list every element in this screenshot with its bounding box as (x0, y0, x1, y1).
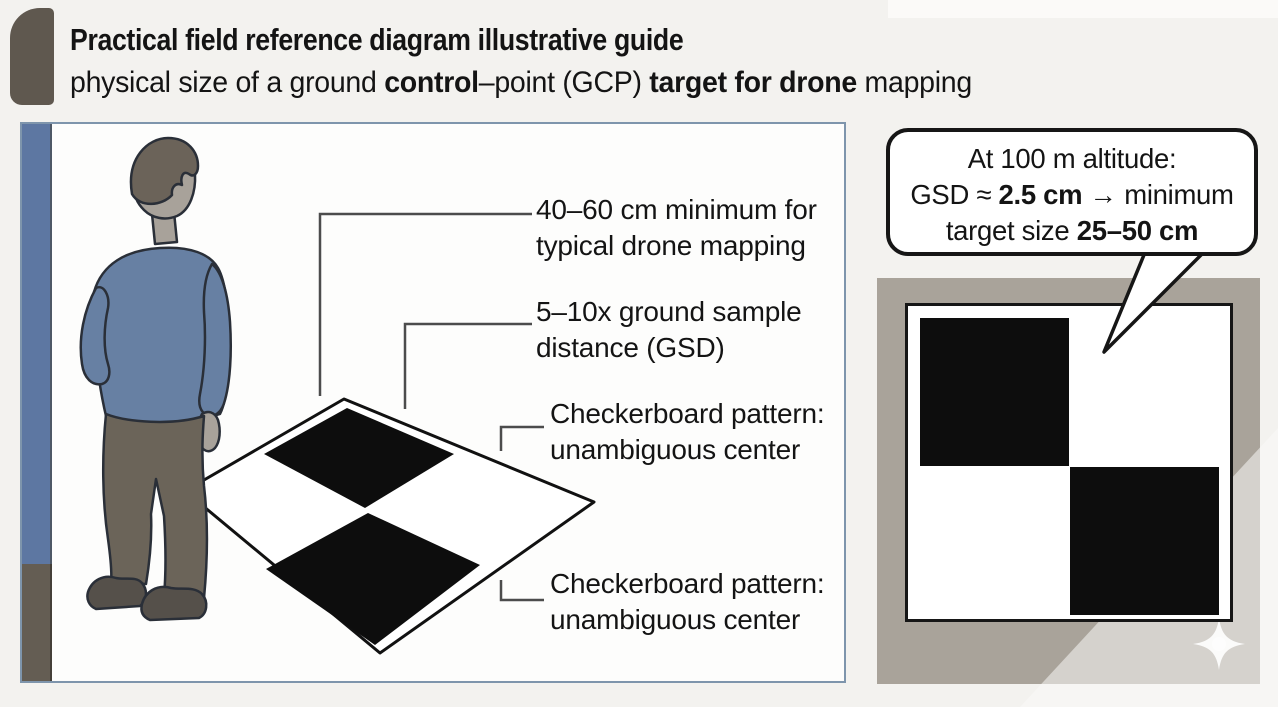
gcp-diamond-target (183, 397, 596, 655)
panel-accent-bar-dark (22, 564, 52, 681)
checker-bottom-black (266, 513, 480, 645)
bubble-line-1: At 100 m altitude: (967, 143, 1177, 174)
person-left-arm (79, 285, 111, 386)
person-shoe-right (140, 585, 208, 622)
leader-line-2 (403, 322, 532, 409)
person-right-sleeve (198, 262, 233, 417)
corner-accent-shape (10, 8, 54, 105)
leader-line-1 (318, 212, 532, 396)
page-title: Practical field reference diagram illust… (70, 22, 684, 57)
checker-top-black (264, 408, 454, 508)
callout-checkerboard-bottom: Checkerboard pattern: unambiguous center (550, 568, 825, 635)
leader-line-3 (499, 425, 544, 451)
person-pants (101, 412, 209, 600)
page-subtitle: physical size of a ground control–point … (70, 66, 972, 99)
callout-size-minimum: 40–60 cm minimum for typical drone mappi… (536, 194, 817, 261)
bubble-tail (1102, 248, 1208, 354)
altitude-callout-bubble: At 100 m altitude: GSD ≈ 2.5 cm → minimu… (886, 128, 1258, 256)
header: Practical field reference diagram illust… (70, 22, 1170, 100)
bubble-line-3: target size 25–50 cm (945, 215, 1199, 246)
scene-illustration (79, 136, 596, 655)
person-hair (129, 136, 200, 206)
leader-lines (318, 212, 544, 602)
background-strip (888, 0, 1278, 18)
panel-accent-bar-blue (22, 124, 52, 564)
checker-square-bottom-right (1070, 467, 1219, 615)
illustration-panel: 40–60 cm minimum for typical drone mappi… (20, 122, 846, 683)
leader-line-4 (499, 580, 544, 602)
bubble-line-2: GSD ≈ 2.5 cm → minimum (910, 179, 1234, 210)
person-shoe-left (86, 575, 148, 611)
person-illustration (79, 136, 233, 622)
callout-gsd-multiple: 5–10x ground sample distance (GSD) (536, 296, 802, 363)
checker-square-top-left (920, 318, 1069, 466)
callout-checkerboard-top: Checkerboard pattern: unambiguous center (550, 398, 825, 465)
